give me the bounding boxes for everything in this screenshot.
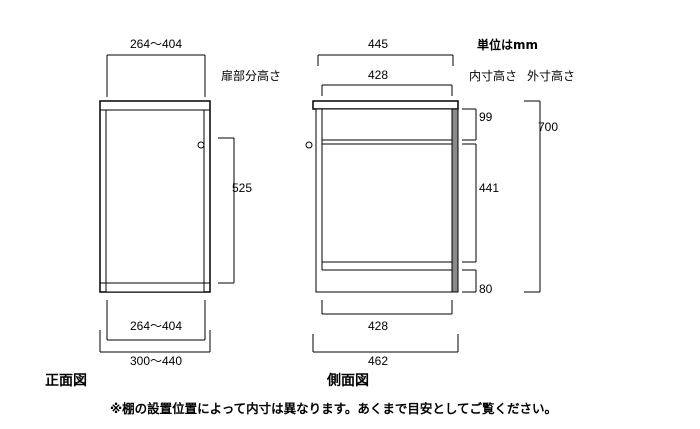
- front-cabinet-body: [99, 100, 211, 293]
- front-door-height: 525: [232, 181, 252, 195]
- side-top-board: [312, 100, 459, 110]
- side-total-depth-dimension: 462: [312, 334, 459, 368]
- side-inner-depth-bottom-dimension: 428: [321, 300, 453, 333]
- side-top-depth: 445: [368, 37, 388, 51]
- front-door-width-top-dimension: 264～404: [106, 37, 206, 97]
- side-bottom-gap: 80: [479, 282, 493, 296]
- front-view-caption: 正面図: [45, 373, 87, 389]
- disclaimer-note: ※棚の設置位置によって内寸は異なります。あくまで目安としてご覧ください。: [110, 401, 557, 416]
- front-door-width-bottom: 264～404: [130, 319, 182, 333]
- side-cabinet-body: [305, 100, 459, 293]
- side-inner-depth-top-dimension: 428: [321, 68, 453, 96]
- side-inner-depth-bottom: 428: [368, 319, 388, 333]
- front-door-width-bottom-dimension: 264～404: [106, 300, 206, 341]
- side-top-depth-dimension: 445: [317, 37, 454, 66]
- side-view: 445 428 内寸高さ 外寸高さ: [305, 37, 575, 389]
- door-knob-icon: [197, 141, 205, 149]
- side-top-gap: 99: [479, 110, 493, 124]
- side-shelf-height: 441: [479, 181, 499, 195]
- side-view-caption: 側面図: [326, 372, 369, 389]
- side-inner-depth-top: 428: [368, 68, 388, 82]
- front-outer-width-dimension: 300～440: [99, 330, 211, 368]
- side-cabinet-outline: [315, 108, 453, 293]
- front-door-width-top: 264～404: [130, 37, 182, 51]
- outer-height-label: 外寸高さ: [527, 68, 575, 83]
- side-outer-height: 700: [538, 120, 558, 134]
- front-outer-width: 300～440: [130, 354, 182, 368]
- front-door-panel: [105, 109, 205, 293]
- inner-height-label: 内寸高さ: [469, 68, 517, 83]
- unit-label: 単位はmm: [477, 37, 538, 52]
- front-door-height-dimension: 525 扉部分高さ: [218, 68, 281, 284]
- side-back-panel: [451, 108, 459, 293]
- side-door-knob-icon: [305, 141, 313, 149]
- front-view: 264～404 525 扉部分高さ 264～404: [45, 37, 281, 389]
- side-total-depth: 462: [368, 354, 388, 368]
- side-height-dimensions: 内寸高さ 外寸高さ 99 441 80 700: [462, 68, 575, 296]
- door-height-label: 扉部分高さ: [221, 68, 281, 83]
